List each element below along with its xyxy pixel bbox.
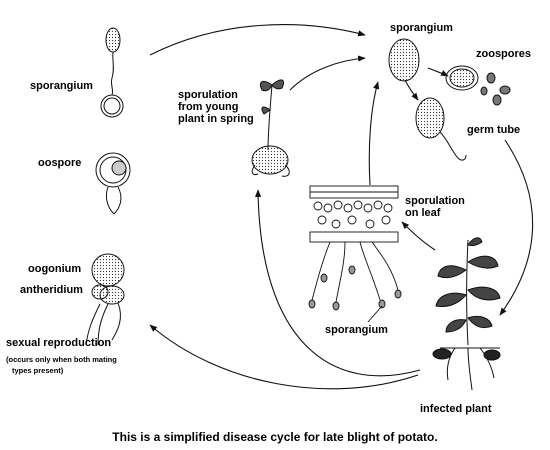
zoospores-illustration — [445, 65, 511, 106]
arrow-sporangium-to-top-sporangium — [149, 24, 366, 56]
germ-tube-illustration — [415, 97, 467, 161]
arrow-sporangium-to-germ-tube — [404, 79, 419, 101]
arrow-germ-tube-to-infected-plant — [499, 139, 534, 316]
leaf-sporangium-pointer — [367, 305, 383, 323]
label-antheridium: antheridium — [20, 284, 83, 296]
arrow-leaf-to-sporangium — [368, 81, 380, 186]
infected-plant-illustration — [432, 237, 501, 391]
arrow-young-plant-to-sporangium — [289, 55, 366, 91]
label-oospore: oospore — [38, 157, 81, 169]
arrow-plant-to-young-plant — [255, 189, 421, 377]
label-sporulation-spring-1: sporulation — [178, 89, 238, 101]
cycle-arrows — [149, 24, 534, 390]
label-sexual-note-2: types present) — [12, 366, 64, 375]
label-sexual-reproduction: sexual reproduction — [6, 337, 111, 349]
label-sporulation-spring-2: from young — [178, 101, 239, 113]
sporangium-top-illustration — [388, 38, 420, 82]
label-sexual-note-1: (occurs only when both mating — [6, 355, 117, 364]
label-sporulation-spring-3: plant in spring — [178, 113, 254, 125]
label-sporulation-leaf-1: sporulation — [405, 195, 465, 207]
label-oogonium: oogonium — [28, 263, 81, 275]
arrow-sporangium-to-zoospores — [427, 67, 449, 77]
label-sporangium-top: sporangium — [390, 22, 453, 34]
arrow-infected-plant-to-leaf — [401, 221, 436, 251]
leaf-cross-section-illustration — [308, 185, 402, 311]
label-germ-tube: germ tube — [467, 124, 520, 136]
label-zoospores: zoospores — [476, 48, 531, 60]
label-sporangium-left: sporangium — [30, 80, 93, 92]
label-infected-plant: infected plant — [420, 403, 492, 415]
label-sporangium-leaf: sporangium — [325, 324, 388, 336]
young-plant-illustration — [251, 79, 290, 177]
arrow-plant-to-sexual-reproduction — [149, 324, 419, 390]
sporangium-left-illustration — [100, 27, 124, 118]
figure-caption: This is a simplified disease cycle for l… — [112, 430, 438, 444]
label-sporulation-leaf-2: on leaf — [405, 207, 441, 219]
oogonium-antheridium-illustration — [85, 253, 125, 346]
oospore-illustration — [95, 152, 131, 215]
